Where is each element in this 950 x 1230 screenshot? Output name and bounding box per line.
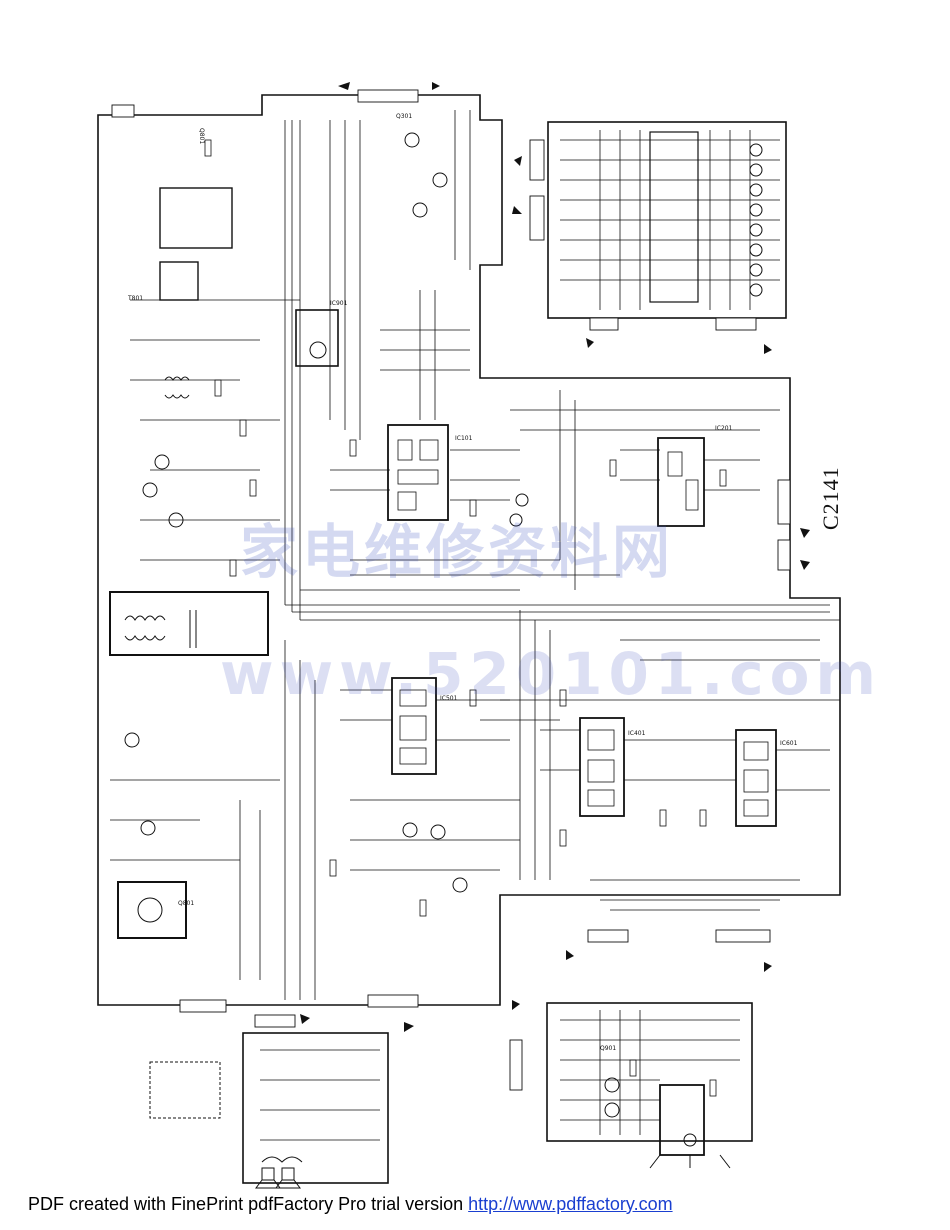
svg-text:Q901: Q901 [600, 1045, 616, 1052]
socket-box [159, 187, 233, 249]
svg-text:IC401: IC401 [628, 730, 646, 737]
footer-text: PDF created with FinePrint pdfFactory Pr… [28, 1194, 469, 1214]
watermark-chinese: 家电维修资料网 [240, 518, 675, 586]
pdf-footer: PDF created with FinePrint pdfFactory Pr… [28, 1194, 673, 1215]
svg-text:Q801: Q801 [198, 128, 205, 144]
ic-sound [657, 437, 705, 527]
svg-text:Q801: Q801 [178, 900, 194, 907]
ic-chroma [391, 677, 437, 775]
svg-text:Q301: Q301 [396, 113, 412, 120]
model-label: C2141 [818, 466, 843, 530]
footer-link[interactable]: http://www.pdffactory.com [468, 1194, 673, 1214]
svg-text:IC601: IC601 [780, 740, 798, 747]
regulator-box [295, 309, 339, 367]
svg-text:IC501: IC501 [440, 695, 458, 702]
ic-crt-amp [659, 1084, 705, 1156]
ic-jungle [579, 717, 625, 817]
svg-text:IC201: IC201 [715, 425, 733, 432]
svg-text:IC101: IC101 [455, 435, 473, 442]
fuse-box [149, 1061, 221, 1119]
watermark-url: www.520101.com [220, 640, 882, 708]
svg-text:IC901: IC901 [330, 300, 348, 307]
ic-mcu [649, 131, 699, 303]
control-board [547, 121, 787, 319]
power-transistor-box [117, 881, 187, 939]
svg-text:T801: T801 [127, 295, 143, 302]
sub-board [242, 1032, 389, 1184]
ic-video-if [387, 424, 449, 521]
transformer-block [109, 591, 269, 656]
ic-deflection [735, 729, 777, 827]
crt-board [546, 1002, 753, 1142]
relay-box [159, 261, 199, 301]
